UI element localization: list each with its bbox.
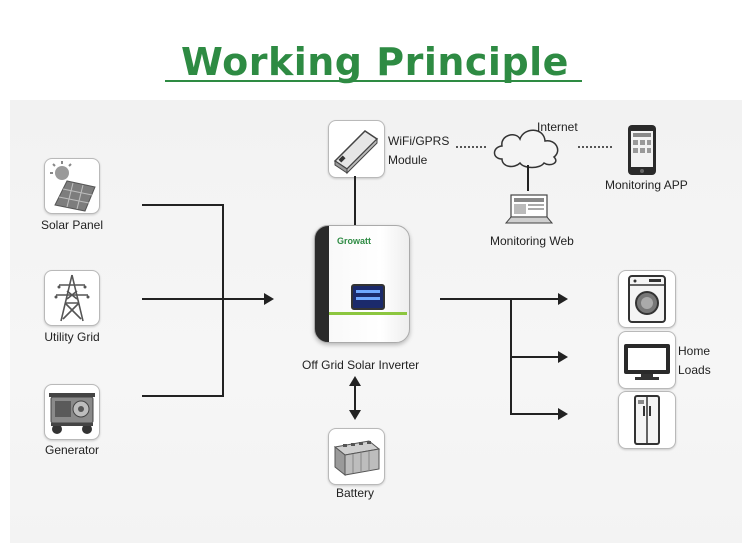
internet-label: Internet [537,120,578,134]
inverter-icon: Growatt [314,225,410,343]
internet-to-web-line [527,165,529,191]
television-icon [618,331,676,389]
green-accent-stripe [329,312,407,315]
monitoring-app-label: Monitoring APP [605,178,688,192]
source-to-inverter-line [222,298,270,300]
source-bus-line [222,204,224,397]
output-branch-fridge-line [510,413,562,415]
page-title: Working Principle [181,40,569,84]
generator-label: Generator [44,443,100,457]
refrigerator-icon [618,391,676,449]
arrow-right-icon [558,293,568,305]
utility-tower-icon [44,270,100,326]
output-branch-tv-line [510,356,562,358]
utility-grid-label: Utility Grid [44,330,100,344]
generator-connector-line [142,395,223,397]
battery-icon [328,428,385,485]
arrow-right-icon [558,351,568,363]
inverter-input-arrowhead [264,293,274,305]
arrow-down-icon [349,410,361,420]
smartphone-icon [628,125,656,175]
battery-label: Battery [335,486,374,500]
laptop-icon [505,194,553,224]
arrow-right-icon [558,408,568,420]
solar-panel-label: Solar Panel [40,218,104,232]
lcd-display [351,284,385,310]
inverter-output-line [440,298,562,300]
inverter-battery-line [354,384,356,412]
cloud-icon [493,129,559,169]
home-loads-label-line1: Home [678,344,711,358]
solar-connector-line [142,204,223,206]
generator-icon [44,384,100,440]
monitoring-web-label: Monitoring Web [490,234,574,248]
wifi-module-label-line2: Module [388,153,428,167]
wifi-to-internet-dotted-link [456,146,486,148]
arrow-up-icon [349,376,361,386]
wifi-module-icon [328,120,385,178]
grid-connector-line [142,298,223,300]
brand-logo: Growatt [337,236,372,246]
wifi-module-label-line1: WiFi/GPRS [388,134,450,148]
inverter-label: Off Grid Solar Inverter [302,358,420,372]
wifi-to-inverter-line [354,176,356,226]
title-underline [165,80,582,82]
washing-machine-icon [618,270,676,328]
home-loads-label-line2: Loads [678,363,711,377]
solar-panel-icon [44,158,100,214]
internet-to-app-dotted-link [578,146,612,148]
